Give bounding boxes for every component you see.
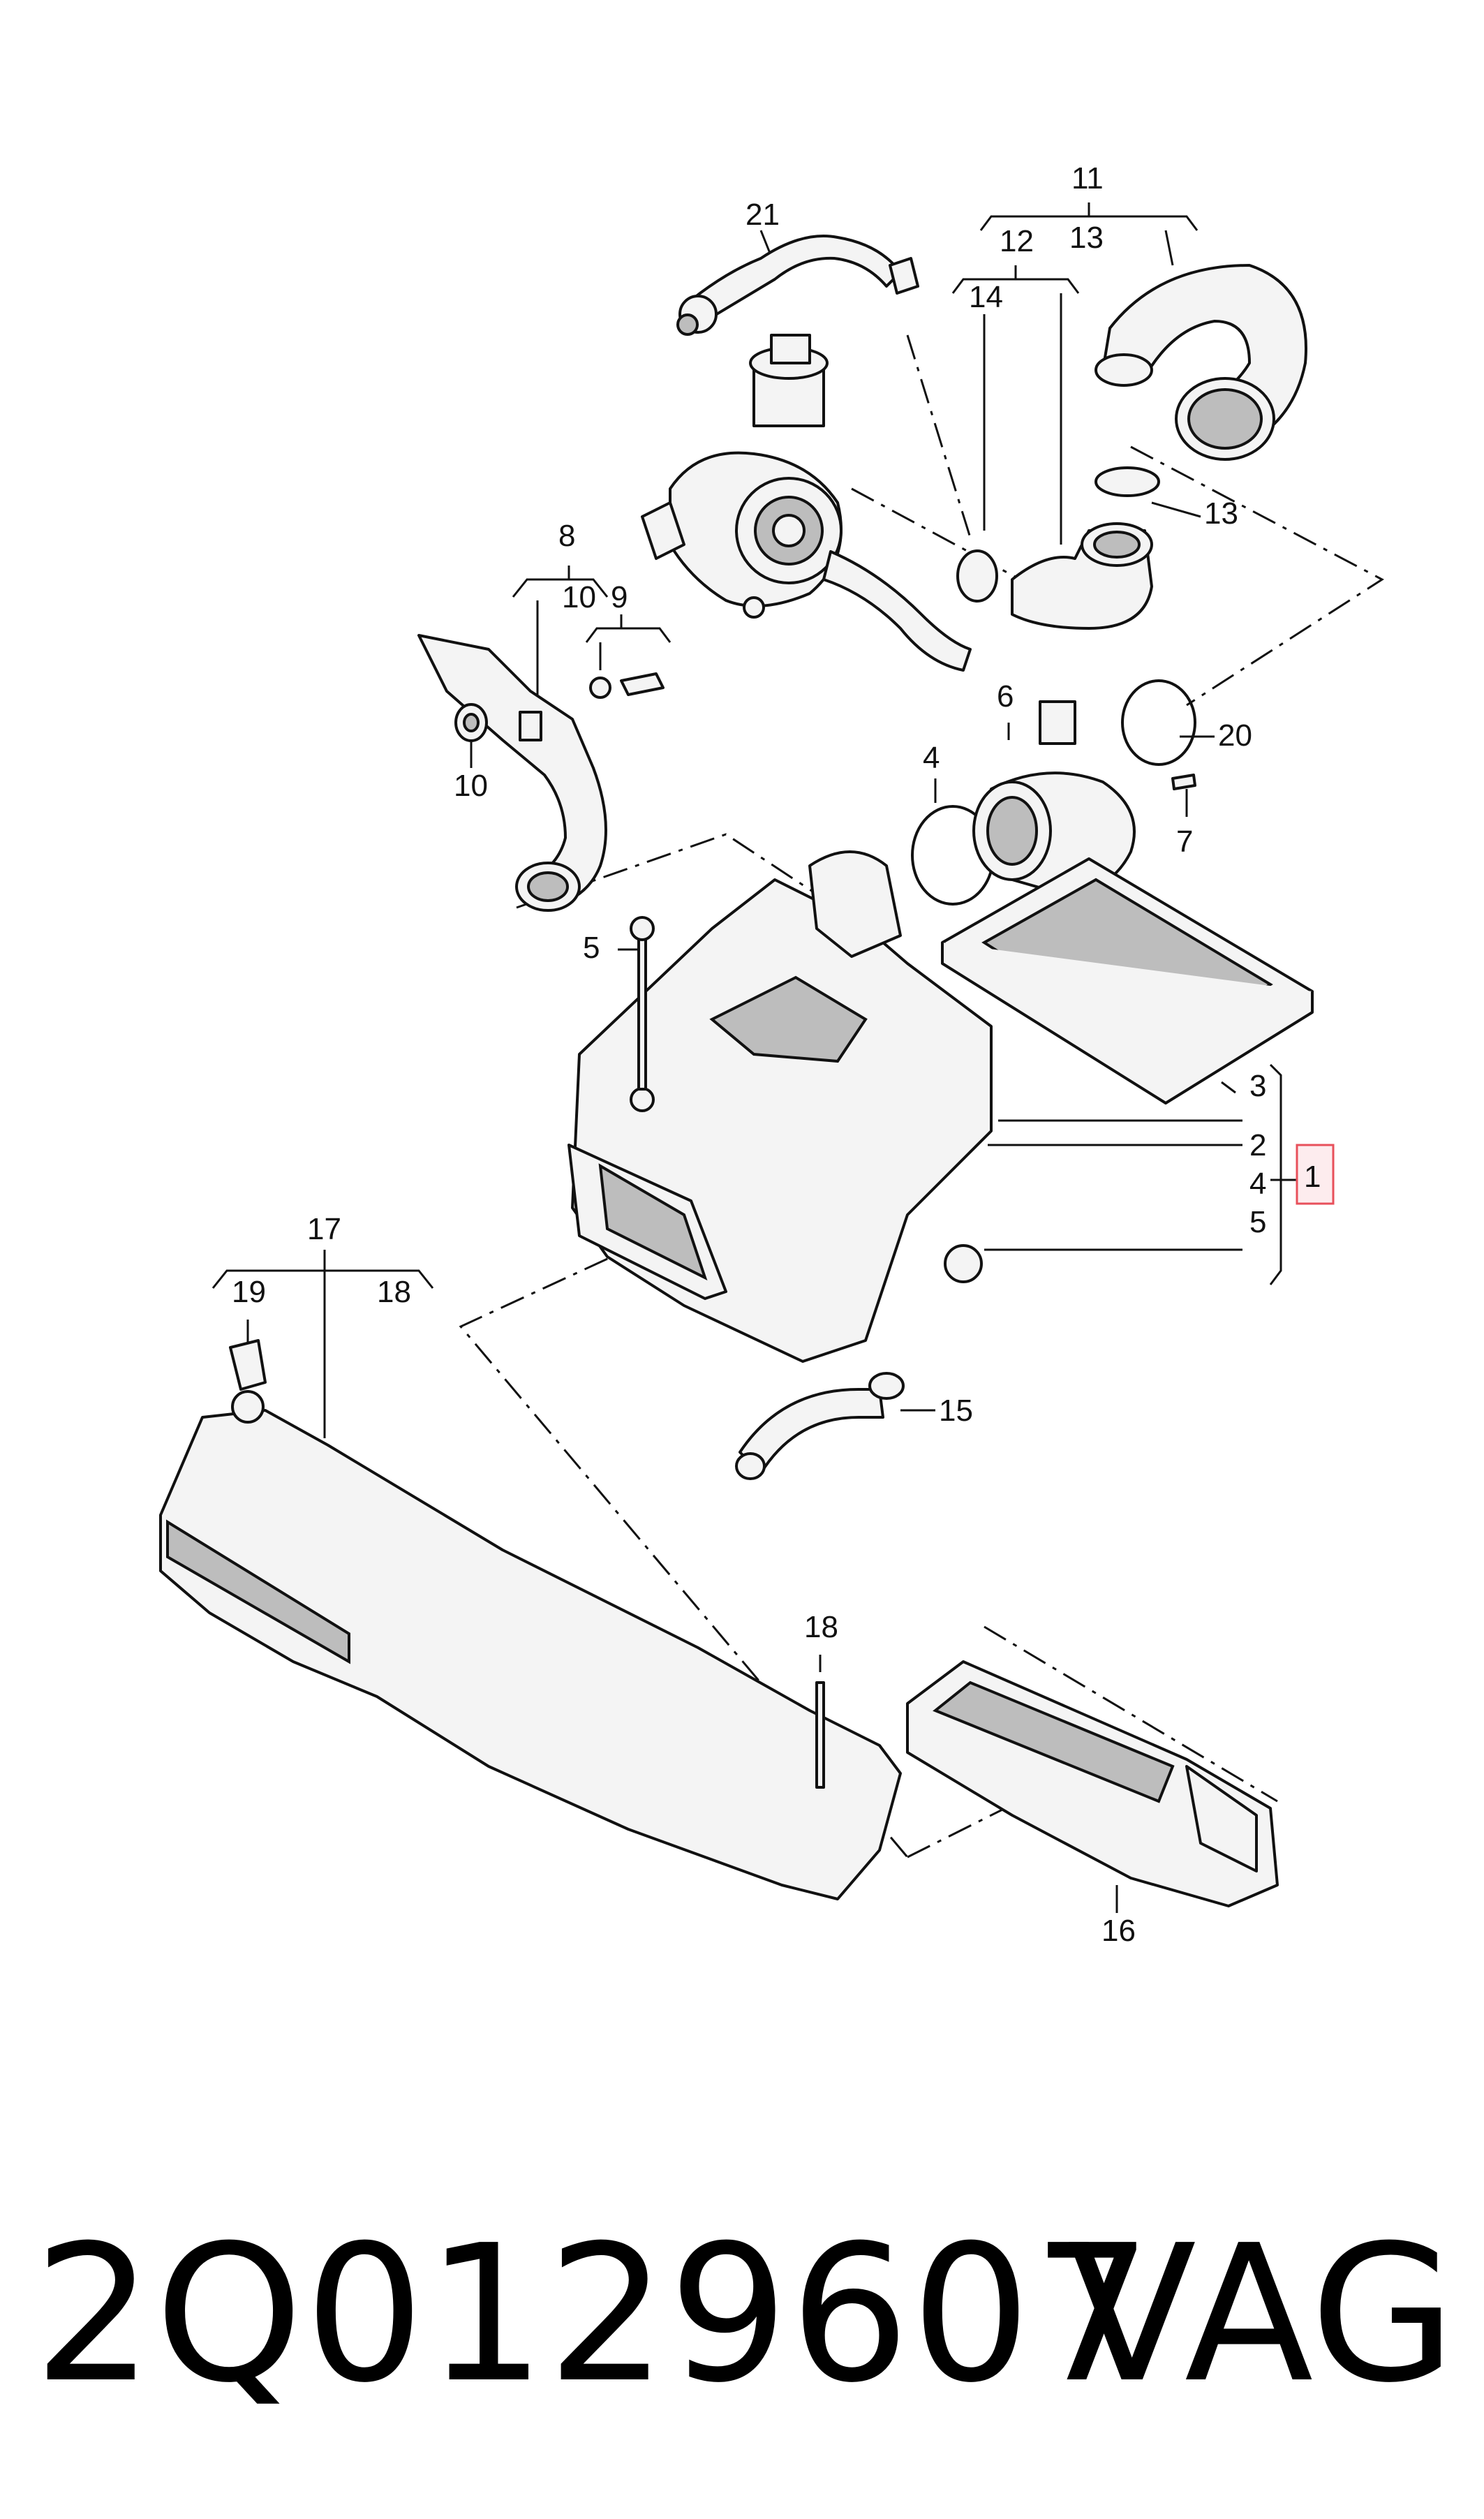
part-17-intake-duct [159,1339,902,1900]
part-15-drain-hose [735,1372,905,1480]
callout-15: 15 [939,1394,973,1428]
callout-21: 21 [745,198,780,232]
callout-16: 16 [1101,1914,1136,1948]
callout-5-group: 5 [1249,1205,1266,1239]
leader-lines [212,202,1312,1913]
callout-18-upper: 18 [377,1275,411,1309]
callout-14: 14 [969,280,1003,314]
callout-1: 1 [1304,1160,1321,1194]
callout-labels: 1 2 3 4 5 4 5 6 7 8 9 10 10 11 12 13 13 … [232,161,1321,1948]
brand-label: VAG [1067,2204,1456,2424]
callout-3: 3 [1249,1069,1266,1103]
callout-7: 7 [1176,825,1193,859]
part-3-filter-element [941,857,1314,1105]
callout-13-lower: 13 [1204,496,1238,531]
callout-4-group: 4 [1249,1167,1266,1201]
turbocharger [641,334,972,672]
callout-13-upper: 13 [1069,221,1104,255]
callout-19: 19 [232,1275,266,1309]
callout-11: 11 [1071,161,1104,195]
callout-18-lower: 18 [804,1610,838,1644]
callout-12: 12 [1000,224,1034,258]
callout-6: 6 [997,679,1014,714]
callout-1-highlight-box [1296,1144,1335,1205]
callout-2: 2 [1249,1128,1266,1162]
callout-4: 4 [923,741,940,775]
part-16-inlet-scoop [906,1660,1279,1907]
part-1-air-filter-housing [567,850,993,1363]
callout-20: 20 [1218,718,1252,753]
part-21-hose [676,235,919,336]
part-number-label: 2Q0129607 [34,2204,1154,2424]
callout-17: 17 [307,1212,341,1246]
callout-10-lower: 10 [454,769,488,803]
part-8-intake-hose [417,634,607,912]
part-11-charge-air-hose [1095,264,1307,497]
callout-8: 8 [558,519,575,553]
air-mass-meter-group [911,679,1196,906]
part-12-elbow-pipe [956,522,1153,630]
part-9-10-fasteners [454,672,665,742]
callout-9: 9 [611,580,628,614]
callout-10-upper: 10 [562,580,596,614]
callout-5: 5 [583,931,600,965]
